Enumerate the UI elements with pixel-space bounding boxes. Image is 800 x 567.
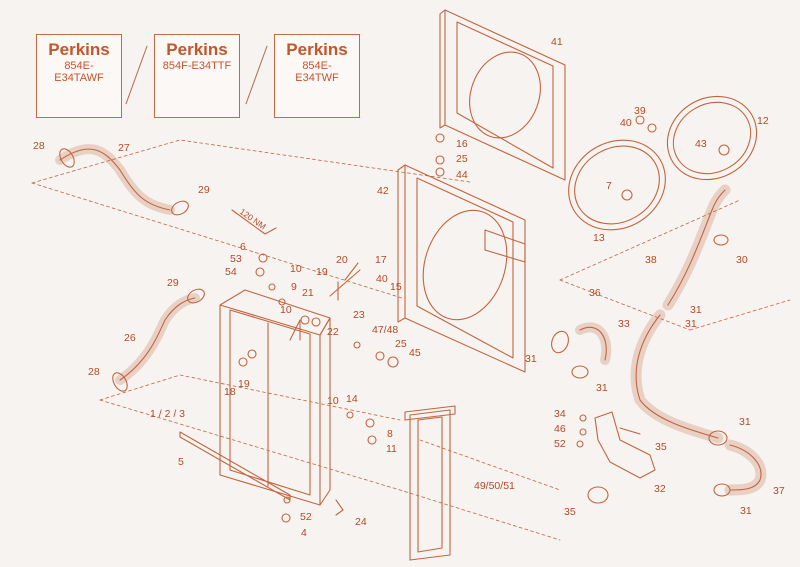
- callout-7: 7: [606, 180, 612, 192]
- callout-31-left: 31: [525, 353, 537, 365]
- callout-4: 4: [301, 527, 307, 539]
- gasket-13: [568, 139, 666, 231]
- callout-10-lower: 10: [327, 395, 339, 407]
- callout-45: 45: [409, 347, 421, 359]
- callout-28-lower: 28: [88, 366, 100, 378]
- callout-21: 21: [302, 287, 314, 299]
- callout-13: 13: [593, 232, 605, 244]
- callout-40: 40: [620, 117, 632, 129]
- callout-35: 35: [655, 441, 667, 453]
- assembly-guide-lines: [31, 139, 791, 541]
- callout-31-right: 31: [739, 416, 751, 428]
- callout-52: 52: [554, 438, 566, 450]
- callout-18: 18: [224, 386, 236, 398]
- callout-38: 38: [645, 254, 657, 266]
- callout-1-2-3: 1 / 2 / 3: [150, 408, 186, 420]
- hose-27-outline: [59, 148, 171, 211]
- callout-32: 32: [654, 483, 666, 495]
- variant-model-line: E34TWF: [295, 72, 339, 84]
- gasket-12: [666, 95, 758, 181]
- callout-31-mid: 31: [596, 382, 608, 394]
- callout-52-lower: 52: [300, 511, 312, 523]
- shroud-frame-42: [397, 164, 526, 373]
- callout-35-lower: 35: [564, 506, 576, 518]
- variant-model-line: E34TAWF: [54, 72, 104, 84]
- callout-19: 19: [316, 266, 328, 278]
- callout-44: 44: [456, 169, 468, 181]
- callout-53: 53: [230, 253, 242, 265]
- variant-brand: Perkins: [166, 40, 228, 59]
- hose-37-outline: [729, 444, 762, 491]
- hose-36-outline: [579, 326, 607, 361]
- callout-40-lower: 40: [376, 273, 388, 285]
- callout-25: 25: [456, 153, 468, 165]
- callout-11: 11: [386, 443, 397, 455]
- clip-24: [335, 499, 344, 516]
- variant-model-line: 854F-E34TTF: [162, 60, 232, 72]
- callout-22: 22: [327, 326, 339, 338]
- hose-38-outline: [667, 189, 726, 306]
- hose-26-outline: [119, 297, 196, 381]
- callout-36: 36: [589, 287, 601, 299]
- callout-12: 12: [757, 115, 769, 127]
- pipe-33-outline: [635, 314, 719, 439]
- radiator-core: [219, 289, 331, 506]
- fasteners: [238, 115, 657, 523]
- hose-38: [662, 184, 731, 311]
- callout-39: 39: [634, 105, 646, 117]
- bottom-strip-5: [179, 431, 291, 501]
- callout-31: 31: [685, 318, 697, 330]
- callout-15: 15: [390, 281, 402, 293]
- callout-19-lower: 19: [238, 378, 250, 390]
- shroud-frame-41: [439, 9, 566, 181]
- hose-36: [575, 322, 612, 365]
- variant-brand: Perkins: [286, 40, 348, 59]
- callout-37: 37: [773, 485, 785, 497]
- callout-23: 23: [353, 309, 365, 321]
- variant-brand: Perkins: [48, 40, 110, 59]
- callout-20: 20: [336, 254, 348, 266]
- callout-31-bottom: 31: [740, 505, 752, 517]
- callout-14: 14: [346, 393, 358, 405]
- bracket-32: [594, 411, 656, 479]
- variant-box-1: Perkins 854E- E34TAWF: [36, 34, 122, 118]
- callout-16: 16: [456, 138, 468, 150]
- callout-9: 9: [291, 281, 297, 293]
- callout-25-lower: 25: [395, 338, 407, 350]
- callout-29: 29: [198, 184, 210, 196]
- callout-26: 26: [124, 332, 136, 344]
- callout-6: 6: [240, 241, 246, 253]
- callout-8: 8: [387, 428, 393, 440]
- callout-24: 24: [355, 516, 367, 528]
- variant-box-3: Perkins 854E- E34TWF: [274, 34, 360, 118]
- variant-box-2: Perkins 854F-E34TTF: [154, 34, 240, 118]
- callout-42: 42: [377, 185, 389, 197]
- callout-54: 54: [225, 266, 237, 278]
- torque-wrench-symbol: [231, 209, 277, 235]
- variant-model-line: 854E-: [64, 60, 94, 72]
- callout-47-48: 47/48: [372, 324, 399, 336]
- callout-41: 41: [551, 36, 563, 48]
- callout-31-top: 31: [690, 304, 702, 316]
- hose-27: [55, 144, 175, 215]
- callout-49-50-51: 49/50/51: [474, 480, 515, 492]
- charge-air-cooler: [404, 405, 456, 561]
- callout-34: 34: [554, 408, 566, 420]
- callout-17: 17: [375, 254, 387, 266]
- callout-5: 5: [178, 456, 184, 468]
- callout-46: 46: [554, 423, 566, 435]
- callout-33: 33: [618, 318, 630, 330]
- callout-43: 43: [695, 138, 707, 150]
- pipe-33: [630, 309, 724, 444]
- callout-29-lower: 29: [167, 277, 179, 289]
- callout-27: 27: [118, 142, 130, 154]
- callout-10-mid: 10: [280, 304, 292, 316]
- hose-clamps: [59, 148, 731, 504]
- variant-model-line: 854E-: [302, 60, 332, 72]
- callout-10: 10: [290, 263, 302, 275]
- callout-30: 30: [736, 254, 748, 266]
- callout-28: 28: [33, 140, 45, 152]
